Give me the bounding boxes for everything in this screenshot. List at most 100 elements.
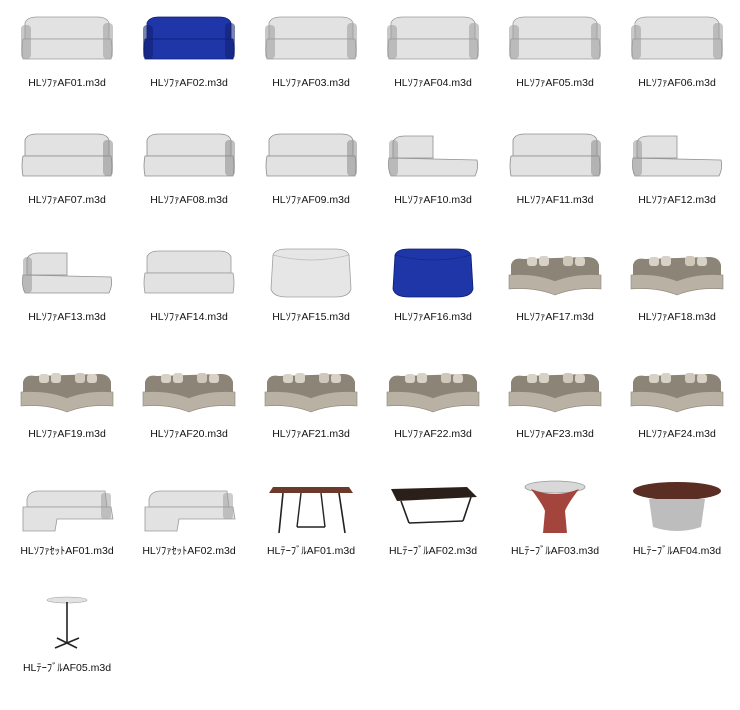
file-name[interactable]: HLﾃｰﾌﾞﾙAF05.m3d [22, 662, 112, 674]
file-thumbnail[interactable] [259, 8, 363, 70]
file-thumbnail[interactable] [503, 476, 607, 538]
file-name[interactable]: HLｿﾌｧAF22.m3d [394, 428, 472, 440]
sectional-grey-icon [144, 490, 236, 532]
file-thumbnail[interactable] [381, 476, 485, 538]
file-thumbnail[interactable] [625, 8, 729, 70]
file-thumbnail[interactable] [259, 125, 363, 187]
file-thumbnail[interactable] [625, 125, 729, 187]
file-item[interactable]: HLﾃｰﾌﾞﾙAF01.m3d [250, 476, 372, 593]
file-item[interactable]: HLｿﾌｧAF05.m3d [494, 8, 616, 125]
file-thumbnail[interactable] [15, 593, 119, 655]
file-thumbnail[interactable] [137, 242, 241, 304]
file-item[interactable]: HLｿﾌｧAF10.m3d [372, 125, 494, 242]
file-thumbnail[interactable] [137, 359, 241, 421]
file-name[interactable]: HLｿﾌｧAF15.m3d [272, 311, 350, 323]
file-item[interactable]: HLｿﾌｧAF08.m3d [128, 125, 250, 242]
file-name[interactable]: HLｿﾌｧAF08.m3d [150, 194, 228, 206]
file-name[interactable]: HLｿﾌｧAF24.m3d [638, 428, 716, 440]
file-name[interactable]: HLｿﾌｧAF18.m3d [638, 311, 716, 323]
curved-sofa-beige-icon [630, 373, 724, 413]
file-thumbnail[interactable] [381, 125, 485, 187]
file-name[interactable]: HLｿﾌｧAF01.m3d [28, 77, 106, 89]
file-thumbnail[interactable] [381, 242, 485, 304]
file-item[interactable]: HLｿﾌｧAF17.m3d [494, 242, 616, 359]
file-name[interactable]: HLｿﾌｧAF09.m3d [272, 194, 350, 206]
file-name[interactable]: HLｿﾌｧAF05.m3d [516, 77, 594, 89]
sofa-grey-icon [265, 16, 357, 60]
ottoman-blue-icon [392, 248, 474, 298]
file-name[interactable]: HLｿﾌｧAF10.m3d [394, 194, 472, 206]
file-thumbnail[interactable] [625, 359, 729, 421]
curved-sofa-beige-icon [142, 373, 236, 413]
file-item[interactable]: HLｿﾌｧAF20.m3d [128, 359, 250, 476]
file-item[interactable]: HLｿﾌｧAF18.m3d [616, 242, 738, 359]
file-thumbnail[interactable] [15, 359, 119, 421]
file-thumbnail[interactable] [381, 8, 485, 70]
file-name[interactable]: HLｿﾌｧAF14.m3d [150, 311, 228, 323]
file-item[interactable]: HLｿﾌｧAF11.m3d [494, 125, 616, 242]
sofa-one-arm-grey-icon [143, 133, 235, 177]
file-thumbnail[interactable] [381, 359, 485, 421]
file-thumbnail[interactable] [15, 476, 119, 538]
file-item[interactable]: HLﾃｰﾌﾞﾙAF04.m3d [616, 476, 738, 593]
file-name[interactable]: HLｿﾌｧAF06.m3d [638, 77, 716, 89]
file-item[interactable]: HLｿﾌｧAF14.m3d [128, 242, 250, 359]
file-item[interactable]: HLｿﾌｧAF06.m3d [616, 8, 738, 125]
file-thumbnail[interactable] [137, 8, 241, 70]
file-name[interactable]: HLｿﾌｧAF13.m3d [28, 311, 106, 323]
file-item[interactable]: HLｿﾌｧｾｯﾄAF02.m3d [128, 476, 250, 593]
file-name[interactable]: HLｿﾌｧAF19.m3d [28, 428, 106, 440]
file-thumbnail[interactable] [503, 8, 607, 70]
file-thumbnail[interactable] [259, 359, 363, 421]
file-name[interactable]: HLｿﾌｧAF07.m3d [28, 194, 106, 206]
file-thumbnail[interactable] [625, 242, 729, 304]
file-thumbnail[interactable] [137, 125, 241, 187]
file-item[interactable]: HLｿﾌｧｾｯﾄAF01.m3d [6, 476, 128, 593]
file-name[interactable]: HLﾃｰﾌﾞﾙAF04.m3d [632, 545, 722, 557]
file-thumbnail[interactable] [503, 359, 607, 421]
file-item[interactable]: HLｿﾌｧAF22.m3d [372, 359, 494, 476]
file-name[interactable]: HLｿﾌｧAF02.m3d [150, 77, 228, 89]
file-item[interactable]: HLｿﾌｧAF09.m3d [250, 125, 372, 242]
file-thumbnail[interactable] [137, 476, 241, 538]
file-item[interactable]: HLｿﾌｧAF07.m3d [6, 125, 128, 242]
file-name[interactable]: HLｿﾌｧAF17.m3d [516, 311, 594, 323]
file-name[interactable]: HLｿﾌｧAF20.m3d [150, 428, 228, 440]
file-item[interactable]: HLｿﾌｧAF19.m3d [6, 359, 128, 476]
file-thumbnail[interactable] [259, 476, 363, 538]
file-name[interactable]: HLｿﾌｧAF12.m3d [638, 194, 716, 206]
file-thumbnail[interactable] [15, 8, 119, 70]
file-item[interactable]: HLﾃｰﾌﾞﾙAF05.m3d [6, 593, 128, 710]
file-thumbnail[interactable] [259, 242, 363, 304]
file-thumbnail[interactable] [503, 125, 607, 187]
file-item[interactable]: HLｿﾌｧAF03.m3d [250, 8, 372, 125]
file-name[interactable]: HLｿﾌｧAF16.m3d [394, 311, 472, 323]
file-item[interactable]: HLｿﾌｧAF04.m3d [372, 8, 494, 125]
file-thumbnail[interactable] [625, 476, 729, 538]
file-thumbnail[interactable] [503, 242, 607, 304]
file-item[interactable]: HLｿﾌｧAF23.m3d [494, 359, 616, 476]
file-name[interactable]: HLｿﾌｧAF04.m3d [394, 77, 472, 89]
file-thumbnail[interactable] [15, 125, 119, 187]
file-name[interactable]: HLﾃｰﾌﾞﾙAF02.m3d [388, 545, 478, 557]
file-name[interactable]: HLｿﾌｧAF21.m3d [272, 428, 350, 440]
file-thumbnail[interactable] [15, 242, 119, 304]
file-name[interactable]: HLｿﾌｧAF11.m3d [516, 194, 594, 206]
file-item[interactable]: HLｿﾌｧAF21.m3d [250, 359, 372, 476]
bar-table-tall-icon [46, 596, 88, 649]
file-name[interactable]: HLﾃｰﾌﾞﾙAF03.m3d [510, 545, 600, 557]
file-name[interactable]: HLｿﾌｧｾｯﾄAF02.m3d [142, 545, 236, 557]
file-item[interactable]: HLﾃｰﾌﾞﾙAF03.m3d [494, 476, 616, 593]
file-name[interactable]: HLﾃｰﾌﾞﾙAF01.m3d [266, 545, 356, 557]
file-name[interactable]: HLｿﾌｧAF03.m3d [272, 77, 350, 89]
file-name[interactable]: HLｿﾌｧAF23.m3d [516, 428, 594, 440]
file-name[interactable]: HLｿﾌｧｾｯﾄAF01.m3d [20, 545, 114, 557]
file-item[interactable]: HLｿﾌｧAF16.m3d [372, 242, 494, 359]
file-item[interactable]: HLｿﾌｧAF13.m3d [6, 242, 128, 359]
file-item[interactable]: HLｿﾌｧAF24.m3d [616, 359, 738, 476]
file-item[interactable]: HLﾃｰﾌﾞﾙAF02.m3d [372, 476, 494, 593]
file-item[interactable]: HLｿﾌｧAF02.m3d [128, 8, 250, 125]
file-item[interactable]: HLｿﾌｧAF12.m3d [616, 125, 738, 242]
file-item[interactable]: HLｿﾌｧAF15.m3d [250, 242, 372, 359]
file-item[interactable]: HLｿﾌｧAF01.m3d [6, 8, 128, 125]
